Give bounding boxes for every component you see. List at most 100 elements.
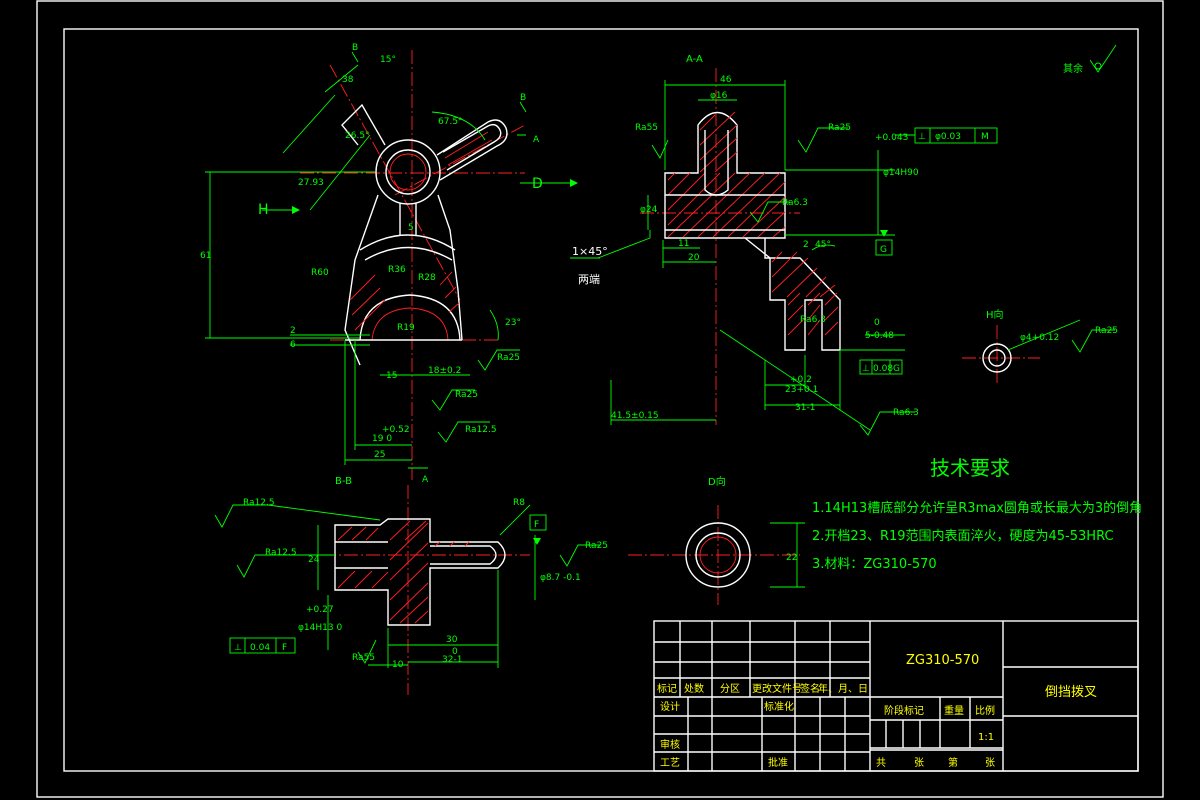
roughness-label: Ra25: [1095, 326, 1118, 336]
datum-g-label: G: [880, 245, 887, 255]
title-label-standardize: 标准化: [764, 700, 794, 713]
title-label-scale: 比例: [975, 704, 995, 717]
roughness-label: Ra25: [497, 353, 520, 363]
label-cut-a-right: A: [533, 135, 540, 145]
chamfer-note: 1×45°: [572, 245, 608, 258]
view-h: [962, 319, 1115, 385]
outer-border: [36, 0, 1164, 798]
roughness-label: Ra6.3: [782, 198, 808, 208]
dim-text: 15°: [380, 55, 396, 65]
tolerance-datum: F: [282, 643, 287, 653]
dim-text: 5-0.48: [865, 331, 894, 341]
dim-text: 22: [786, 553, 797, 563]
title-scale-value: 1:1: [978, 732, 994, 743]
tolerance-frame-2: ⊥ 0.08 G: [862, 364, 900, 374]
roughness-rest-label: 其余: [1063, 62, 1083, 75]
tech-req-item-1: 1.14H13槽底部分允许呈R3max圆角或长最大为3的倒角: [812, 500, 1142, 516]
dim-text: φ8.7 -0.1: [540, 573, 581, 583]
title-sheets-total: 共: [876, 757, 886, 769]
dim-text: R19: [397, 323, 415, 333]
tech-req-title: 技术要求: [930, 456, 1010, 480]
dim-text: +0.2: [790, 375, 812, 385]
roughness-label: Ra55: [352, 653, 375, 663]
dim-text: 23+0.1: [785, 385, 818, 395]
roughness-symbol-general: [1089, 44, 1117, 73]
label-arrow-d: D: [532, 176, 543, 192]
tolerance-symbol: ⊥: [862, 364, 870, 374]
dim-text: 30: [446, 635, 458, 645]
dim-text: 41.5±0.15: [611, 411, 659, 421]
roughness-labels: Ra25 Ra25 Ra12.5 Ra25 Ra6.3 Ra6.3 Ra25 R…: [243, 62, 1118, 663]
dim-text: 26.5°: [345, 131, 370, 141]
dim-text: R8: [513, 498, 525, 508]
title-label-process: 工艺: [660, 757, 680, 769]
roughness-label: Ra25: [828, 123, 851, 133]
title-sheet-word: 张: [914, 757, 924, 769]
dim-text: 46: [720, 75, 732, 85]
dim-text: 20: [688, 253, 700, 263]
title-label-approve: 批准: [768, 756, 788, 769]
dim-text: 67.5°: [438, 117, 463, 127]
label-cut-b-right: B: [520, 93, 526, 103]
title-sheet-word-2: 张: [985, 757, 995, 769]
title-part-name: 倒挡拨叉: [1045, 685, 1097, 700]
title-label-count: 处数: [684, 682, 704, 695]
title-sheet-no: 第: [948, 756, 958, 769]
section-aa-dimension-labels: 46 φ16 φ24 11 20 2 45° +0.2 23+0.1 31-1 …: [611, 75, 919, 421]
section-bb-view: [214, 485, 600, 695]
tech-req-item-3: 3.材料：ZG310-570: [812, 557, 937, 572]
dim-text: R60: [311, 268, 329, 278]
roughness-label: Ra12.5: [465, 425, 497, 435]
roughness-label: Ra6.3: [893, 408, 919, 418]
dim-text: 38: [342, 75, 354, 85]
section-aa-view: [570, 68, 998, 436]
dim-text: φ16: [710, 91, 728, 101]
title-block-grid: [653, 620, 1139, 772]
dim-text: 5: [408, 223, 414, 233]
section-bb-dimension-labels: 24 +0.27 φ14H13 0 30 0 32-1 10 R8 φ8.7 -…: [298, 498, 581, 670]
tolerance-symbol: ⊥: [918, 132, 926, 142]
roughness-label: Ra6.3: [800, 315, 826, 325]
roughness-label: Ra12.5: [265, 548, 297, 558]
dim-text: φ14H13 0: [298, 623, 342, 633]
title-block-text: ZG310-570 倒挡拨叉 标记 处数 分区 更改文件号 签名 年、月、日 设…: [657, 653, 1097, 769]
dim-text: 0: [452, 647, 458, 657]
inner-border: [63, 28, 1139, 772]
dim-text: φ14H90: [883, 168, 919, 178]
title-label-weight: 重量: [944, 704, 964, 717]
technical-requirements: 技术要求 1.14H13槽底部分允许呈R3max圆角或长最大为3的倒角 2.开档…: [812, 456, 1142, 572]
dim-text: R28: [418, 273, 436, 283]
tolerance-value: 0.04: [250, 643, 270, 653]
tolerance-datum: G: [893, 364, 900, 374]
dim-text: 19 0: [372, 434, 392, 444]
dim-text: 2: [803, 240, 809, 250]
chamfer-ends: 两端: [578, 273, 600, 286]
dim-text: +0.52: [382, 425, 410, 435]
datum-f-label: F: [534, 520, 539, 530]
dim-text: 0: [874, 318, 880, 328]
label-cut-b-top: B: [352, 43, 358, 53]
main-view-dimension-labels: 15° 38 26.5° 67.5° 27.93 61 R60 R36 R28 …: [200, 55, 521, 460]
dim-text: 6: [290, 340, 296, 350]
title-label-review: 审核: [660, 738, 680, 751]
main-view: [205, 50, 578, 480]
tolerance-modifier: M: [981, 132, 989, 142]
label-arrow-h: H: [258, 202, 269, 218]
dim-text: R36: [388, 265, 406, 275]
dim-text: 24: [308, 555, 320, 565]
tolerance-value: 0.08: [873, 364, 893, 374]
label-section-bb: B-B: [335, 476, 352, 487]
dim-text: +0.27: [306, 605, 334, 615]
title-label-date: 年、月、日: [818, 682, 868, 695]
dim-text: 10: [392, 660, 404, 670]
roughness-label: Ra25: [455, 390, 478, 400]
label-view-h: H向: [986, 308, 1004, 321]
tolerance-symbol: ⊥: [234, 643, 242, 653]
dim-text: φ4+0.12: [1020, 333, 1059, 343]
dim-text: 11: [678, 239, 689, 249]
title-label-change-doc: 更改文件号: [752, 682, 802, 695]
dim-text: 27.93: [298, 178, 324, 188]
title-label-mark: 标记: [657, 683, 677, 695]
roughness-label: Ra25: [585, 541, 608, 551]
